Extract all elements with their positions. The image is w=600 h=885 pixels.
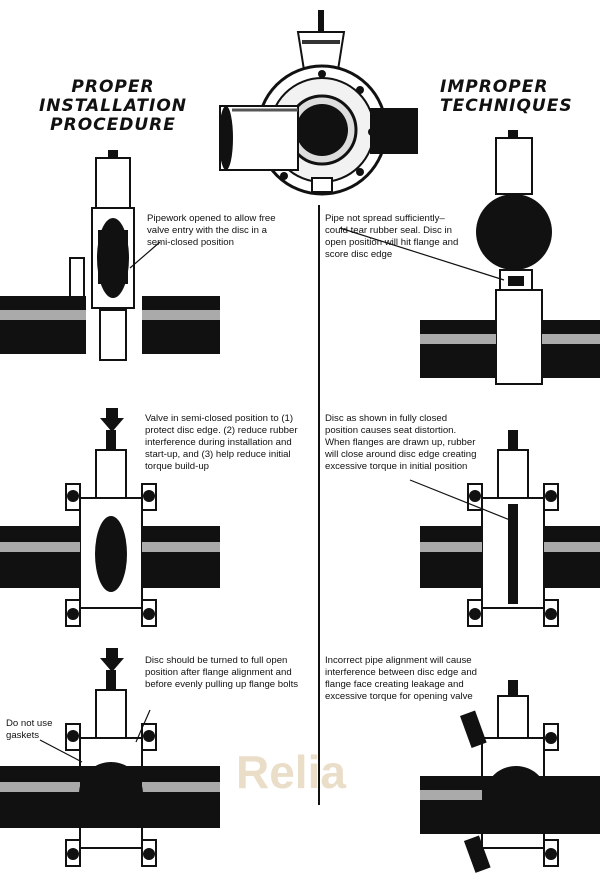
improper-heading-line-1: IMPROPER	[440, 77, 549, 97]
improper-step2-note-line-1: Disc as shown in fully closed	[325, 413, 448, 424]
improper-step1-note-line-2: could tear rubber seal. Disc in	[325, 225, 452, 236]
improper-step1-note-line-4: score disc edge	[325, 249, 393, 260]
improper-step2-note-line-4: will close around disc edge creating	[325, 449, 477, 460]
proper-heading-line-1: PROPER	[71, 77, 155, 97]
improper-step3-note-line-1: Incorrect pipe alignment will cause	[325, 655, 472, 666]
improper-step3-note-line-2: interference between disc edge and	[325, 667, 478, 678]
proper-step1-note-line-1: Pipework opened to allow free	[147, 213, 276, 224]
improper-step2-note-line-5: excessive torque in initial position	[325, 461, 468, 472]
improper-step1-diagram	[339, 130, 600, 385]
proper-step2-note-line-2: protect disc edge. (2) reduce rubber	[145, 425, 298, 436]
improper-step2-note-line-2: position causes seat distortion.	[325, 425, 457, 436]
improper-step3-note-line-3: flange face creating leakage and	[325, 679, 464, 690]
improper-step3-note-line-4: excessive torque for opening valve	[325, 691, 473, 702]
proper-step1-note-line-3: semi-closed position	[147, 237, 234, 248]
improper-step2-note: Disc as shown in fully closed position c…	[325, 413, 505, 473]
proper-step2-note-line-5: torque build-up	[145, 461, 210, 472]
proper-step2-diagram	[0, 430, 220, 627]
gasket-note-line-2: gaskets	[6, 730, 40, 741]
improper-step3-note: Incorrect pipe alignment will cause inte…	[325, 655, 505, 703]
improper-step3-diagram	[420, 680, 600, 873]
improper-step2-diagram	[409, 430, 600, 627]
proper-step2-note-line-3: interference during installation and	[145, 437, 292, 448]
improper-step1-note: Pipe not spread sufficiently– could tear…	[325, 213, 505, 261]
valve-product-illustration	[219, 10, 418, 196]
proper-step2-note-line-1: Valve in semi-closed position to (1)	[145, 413, 294, 424]
gasket-note-line-1: Do not use	[6, 718, 53, 729]
proper-step3-note: Disc should be turned to full open posit…	[145, 655, 320, 691]
proper-step1-note: Pipework opened to allow free valve entr…	[147, 213, 317, 249]
improper-step1-note-line-3: open position will hit flange and	[325, 237, 459, 248]
watermark-text: Relia	[236, 746, 346, 798]
step-arrow-2	[100, 648, 124, 672]
proper-step1-note-line-2: valve entry with the disc in a	[147, 225, 267, 236]
proper-heading: PROPER INSTALLATION PROCEDURE	[28, 78, 198, 135]
center-divider	[318, 205, 320, 805]
improper-heading-line-2: TECHNIQUES	[440, 96, 573, 116]
proper-step2-note-line-4: start-up, and (3) help reduce initial	[145, 449, 291, 460]
proper-step3-note-line-3: before evenly pulling up flange bolts	[145, 679, 299, 690]
improper-step2-note-line-3: When flanges are drawn up, rubber	[325, 437, 476, 448]
improper-step1-note-line-1: Pipe not spread sufficiently–	[325, 213, 445, 224]
proper-step1-diagram	[0, 150, 220, 361]
proper-heading-line-2: INSTALLATION	[38, 96, 188, 116]
proper-step2-note: Valve in semi-closed position to (1) pro…	[145, 413, 320, 473]
proper-step3-note-line-1: Disc should be turned to full open	[145, 655, 288, 666]
gasket-note: Do not use gaskets	[6, 718, 86, 742]
proper-heading-line-3: PROCEDURE	[50, 115, 176, 135]
proper-step3-diagram	[0, 670, 220, 867]
improper-heading: IMPROPER TECHNIQUES	[440, 78, 600, 116]
proper-step3-note-line-2: position after flange alignment and	[145, 667, 292, 678]
step-arrow-1	[100, 408, 124, 432]
